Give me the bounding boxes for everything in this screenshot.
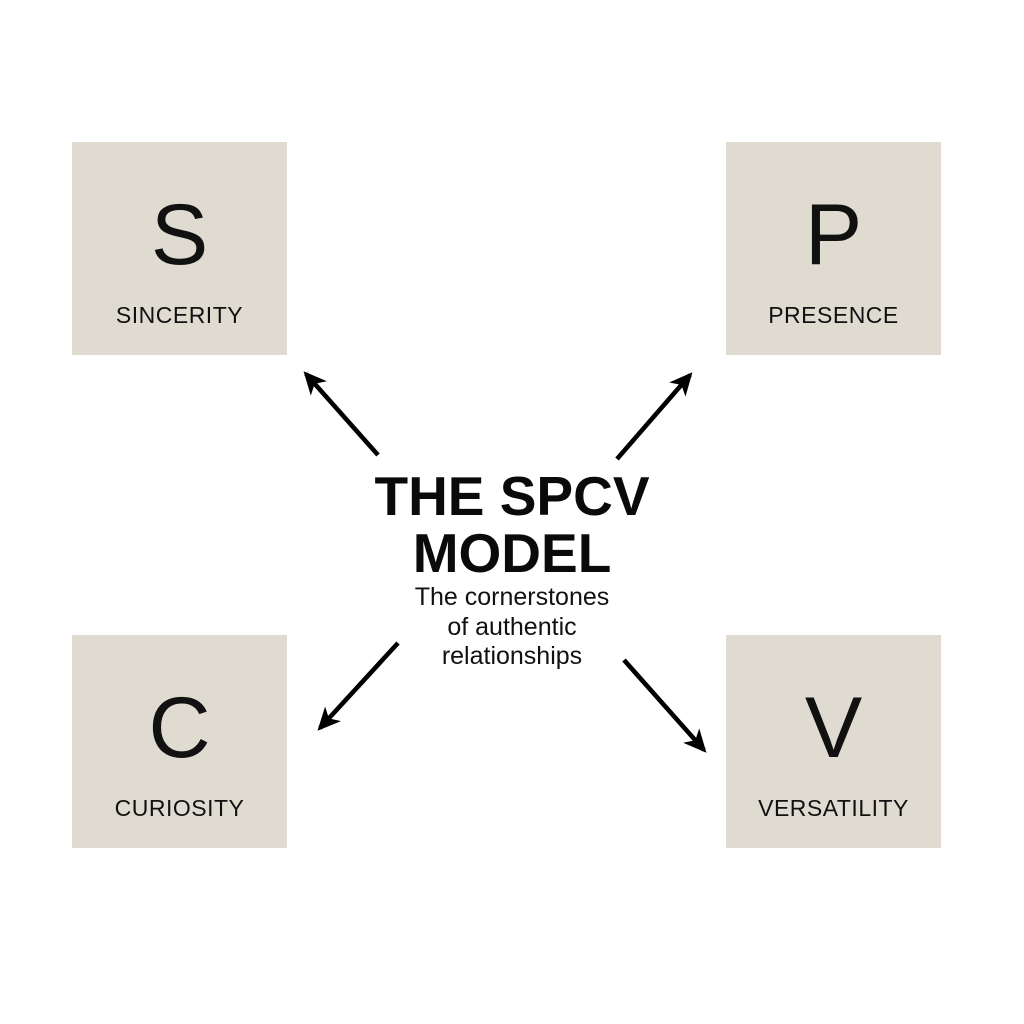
pillar-box-presence[interactable]: P PRESENCE (726, 142, 941, 355)
diagram-title: THE SPCV MODEL (374, 465, 650, 584)
pillar-label-presence: PRESENCE (768, 302, 899, 328)
pillar-box-sincerity[interactable]: S SINCERITY (72, 142, 287, 355)
pillar-box-versatility[interactable]: V VERSATILITY (726, 635, 941, 848)
center-text-block: THE SPCV MODEL The cornerstones of authe… (262, 468, 762, 672)
pillar-label-sincerity: SINCERITY (115, 302, 244, 328)
pillar-letter-presence: P (804, 187, 863, 283)
pillar-label-versatility: VERSATILITY (758, 795, 909, 821)
arrow-to-versatility-icon (622, 658, 707, 753)
arrow-to-presence-icon (615, 372, 693, 461)
pillar-letter-sincerity: S (150, 187, 209, 283)
pillar-box-curiosity[interactable]: C CURIOSITY (72, 635, 287, 848)
arrow-to-sincerity-icon (303, 371, 380, 457)
pillar-label-curiosity: CURIOSITY (114, 795, 245, 821)
pillar-letter-curiosity: C (148, 680, 211, 776)
pillar-letter-versatility: V (804, 680, 863, 776)
diagram-subtitle: The cornerstones of authentic relationsh… (414, 583, 610, 671)
